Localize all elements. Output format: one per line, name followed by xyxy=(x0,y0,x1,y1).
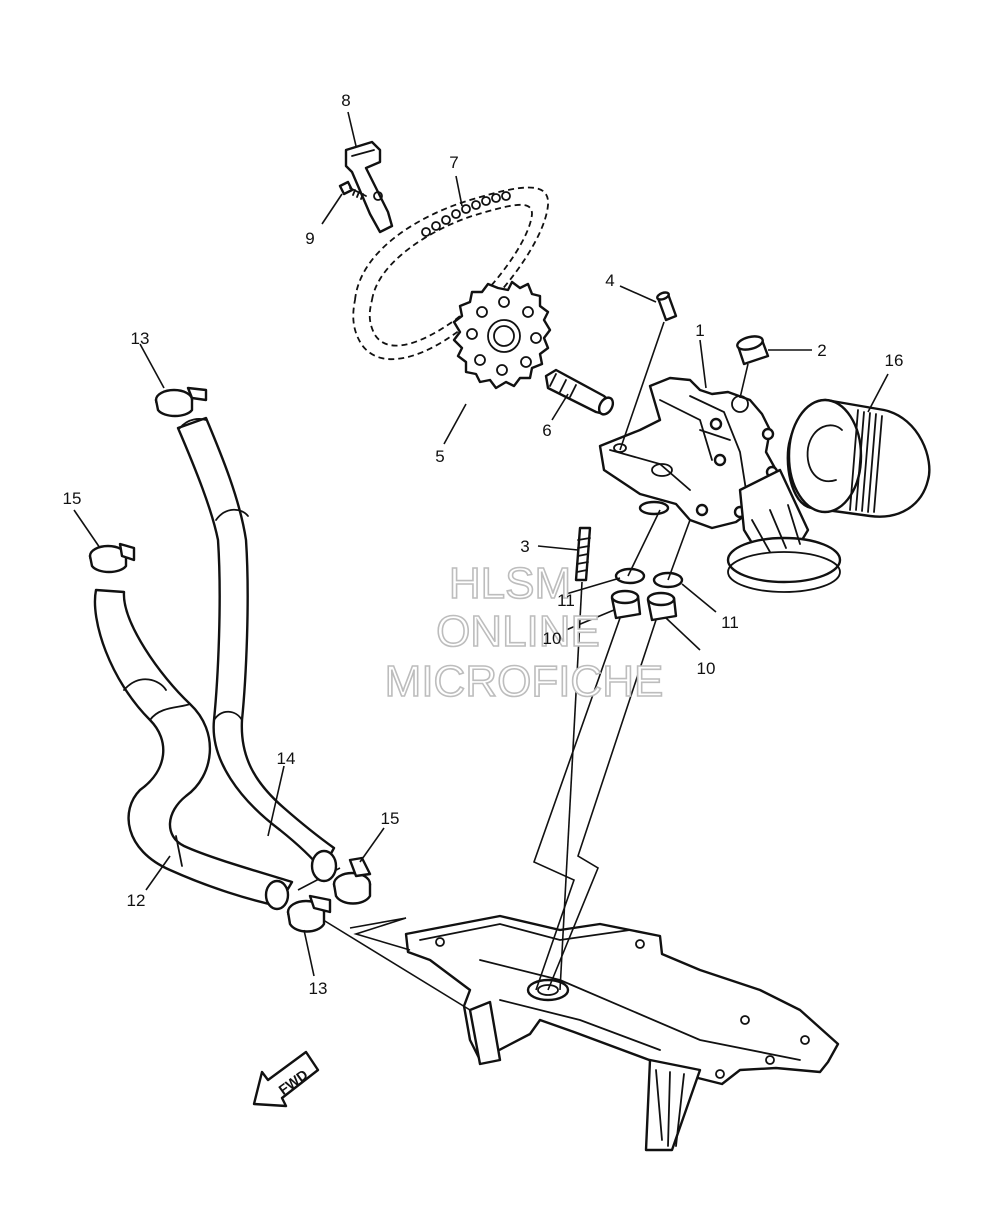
callout-13a[interactable]: 13 xyxy=(131,329,150,348)
stud-bolt[interactable] xyxy=(574,526,592,582)
chain-guide[interactable] xyxy=(344,140,394,234)
watermark-line-3: MICROFICHE xyxy=(385,657,664,706)
cam-chain[interactable] xyxy=(352,186,549,361)
callout-16[interactable]: 16 xyxy=(885,351,904,370)
callout-12[interactable]: 12 xyxy=(127,891,146,910)
oil-hose-14[interactable] xyxy=(176,416,338,883)
watermark-line-2: ONLINE xyxy=(436,607,600,656)
collar[interactable] xyxy=(736,334,770,366)
callout-13b[interactable]: 13 xyxy=(309,979,328,998)
hose-clamp-15-right[interactable] xyxy=(332,856,372,905)
callout-10b[interactable]: 10 xyxy=(697,659,716,678)
callout-14[interactable]: 14 xyxy=(277,749,296,768)
forward-direction-arrow: FWD xyxy=(252,1050,320,1108)
oil-hose-12[interactable] xyxy=(93,588,294,911)
hose-clamp-13-bottom[interactable] xyxy=(286,894,332,933)
pump-drive-shaft[interactable] xyxy=(544,368,616,417)
callout-10a[interactable]: 10 xyxy=(543,629,562,648)
oil-filter[interactable] xyxy=(786,398,931,518)
callout-7[interactable]: 7 xyxy=(449,153,458,172)
callout-labels: 1 2 3 4 5 6 7 8 9 10 10 11 11 12 13 13 1… xyxy=(63,91,904,998)
hose-clamp-13-top[interactable] xyxy=(154,386,208,418)
assembly-guide-lines xyxy=(297,321,749,1011)
oil-pump-assembly[interactable] xyxy=(598,376,842,593)
o-ring-left[interactable] xyxy=(614,567,646,585)
collar-right[interactable] xyxy=(646,591,678,622)
callout-11b[interactable]: 11 xyxy=(721,613,739,632)
callout-5[interactable]: 5 xyxy=(435,447,444,466)
callout-leaders xyxy=(73,111,889,977)
callout-2[interactable]: 2 xyxy=(817,341,826,360)
callout-11a[interactable]: 11 xyxy=(557,591,575,610)
oil-pump-sprocket[interactable] xyxy=(452,280,552,390)
watermark: HLSM ONLINE MICROFICHE xyxy=(384,558,664,707)
oil-pan xyxy=(404,914,840,1152)
hose-clamp-15-left[interactable] xyxy=(88,542,136,574)
callout-6[interactable]: 6 xyxy=(542,421,551,440)
callout-15b[interactable]: 15 xyxy=(381,809,400,828)
dowel-pin[interactable] xyxy=(656,291,678,322)
callout-1[interactable]: 1 xyxy=(695,321,704,340)
callout-9[interactable]: 9 xyxy=(305,229,314,248)
guide-bolt[interactable] xyxy=(338,180,367,200)
collar-left[interactable] xyxy=(610,589,642,620)
callout-15a[interactable]: 15 xyxy=(63,489,82,508)
callout-8[interactable]: 8 xyxy=(341,91,350,110)
watermark-line-1: HLSM xyxy=(449,559,571,608)
callout-3[interactable]: 3 xyxy=(520,537,529,556)
callout-4[interactable]: 4 xyxy=(605,271,614,290)
